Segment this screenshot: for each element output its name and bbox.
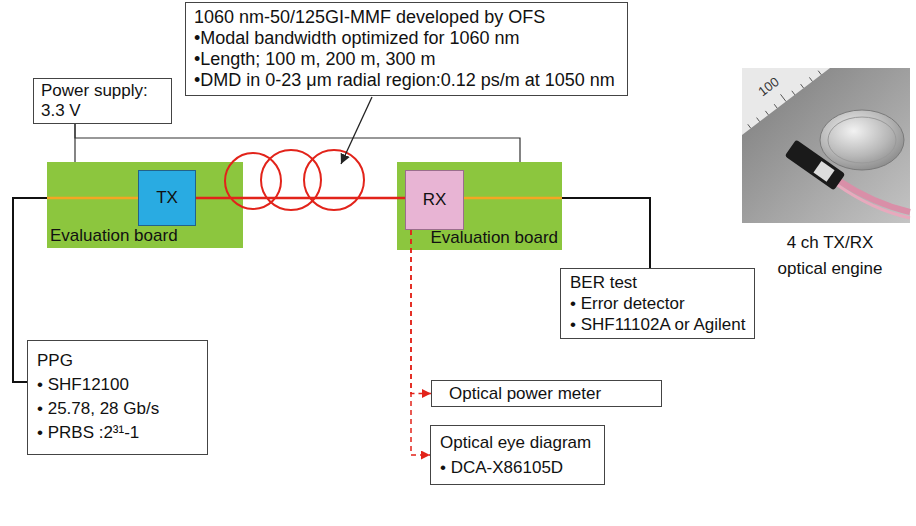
connector [196,197,405,200]
instrument-text: • 25.78, 28 Gb/s [37,397,198,421]
chip-label: RX [423,190,447,210]
spec-text: •Modal bandwidth optimized for 1060 nm [194,28,619,49]
instrument-text: • SHF11102A or Agilent [570,314,745,335]
coin [820,110,904,170]
instrument-text: • PRBS :2³¹-1 [37,421,198,445]
connector [13,198,47,382]
ber-test-box: BER test• Error detector• SHF11102A or A… [560,268,755,339]
ruler-number-slot: 100 [755,74,782,100]
board-trace [464,197,562,200]
connector [411,230,430,455]
rx-chip: RX [405,170,464,230]
photo-background [742,68,910,223]
connector [75,124,520,162]
chip-label: TX [156,188,178,208]
connector [562,198,650,268]
engine-body [785,140,846,191]
instrument-text: PPG [37,349,198,373]
instrument-text: • Error detector [570,293,745,314]
instrument-text: Optical eye diagram [440,430,595,455]
fiber-cable [836,184,910,218]
instrument-text: • SHF12100 [37,373,198,397]
instrument-text: • DCA-X86105D [440,455,595,480]
supply-text: Power supply: 3.3 V [41,81,161,121]
board-trace [47,197,138,200]
ruler-tick [781,94,787,101]
optical-engine [785,140,846,191]
ruler-tick [818,71,821,75]
fiber-loop [304,150,364,210]
power-meter-box: Optical power meter [431,380,662,407]
spec-text: 1060 nm-50/125GI-MMF developed by OFS [194,7,619,28]
engine-connector [813,161,834,182]
ruler-tick [801,84,804,88]
fiber-spec-box: 1060 nm-50/125GI-MMF developed by OFS•Mo… [185,2,628,96]
ruler-tick [765,111,768,115]
connector [411,230,431,394]
eye-diagram-box: Optical eye diagram• DCA-X86105D [430,425,605,485]
coin-rim [828,117,896,163]
photo-caption-slot: 4 ch TX/RX optical engine [771,230,889,282]
ruler-ticks [748,71,821,129]
ruler-tick [757,118,760,122]
instrument-text: BER test [570,272,745,293]
ppg-box: PPG• SHF12100• 25.78, 28 Gb/s• PRBS :2³¹… [27,340,208,455]
board-label: Evaluation board [50,226,178,246]
connector-group [13,124,650,455]
ruler-tick [809,77,812,81]
ruler-tick [792,91,795,95]
power-supply-box: Power supply: 3.3 V [33,78,172,124]
fiber-loop [225,153,281,209]
ruler [742,68,830,135]
tx-chip: TX [138,170,196,226]
spec-text: •Length; 100 m, 200 m, 300 m [194,49,619,70]
evaluation-board: Evaluation board RX [397,162,562,250]
board-label: Evaluation board [430,228,558,248]
evaluation-board: Evaluation board TX [47,162,243,248]
instrument-text: Optical power meter [449,383,651,404]
photo-caption: 4 ch TX/RX optical engine [771,230,889,282]
leader-arrow [341,97,372,164]
ruler-tick [748,124,751,128]
spec-text: •DMD in 0-23 μm radial region:0.12 ps/m … [194,70,619,91]
ruler-tick [774,104,777,108]
ruler-number: 100 [755,74,782,100]
